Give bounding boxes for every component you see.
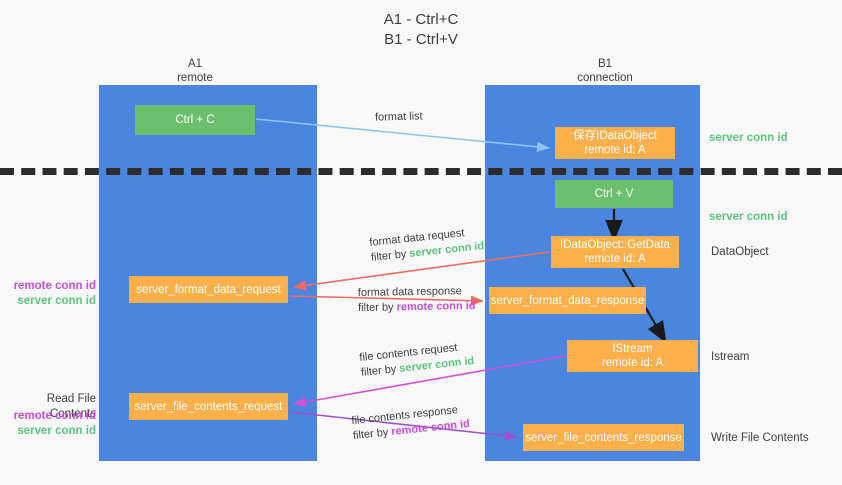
- node-ctrl-c[interactable]: Ctrl + C: [135, 105, 255, 135]
- edge-label-format-data-response-filter-target: remote conn id: [396, 299, 476, 314]
- node-istream-sub: remote id: A: [601, 357, 664, 369]
- node-server-file-contents-response-label: server_file_contents_response: [525, 431, 682, 444]
- node-server-file-contents-request-label: server_file_contents_request: [134, 400, 283, 413]
- node-idataobject-label: 保存IDataObject: [573, 130, 657, 142]
- column-b1-role: connection: [577, 72, 633, 84]
- node-server-format-data-request[interactable]: server_format_data_request: [129, 276, 288, 303]
- node-ctrl-c-label: Ctrl + C: [175, 114, 215, 126]
- label-server-conn-id-mid: server conn id: [709, 211, 788, 223]
- column-a1-name: A1: [187, 58, 203, 70]
- node-server-format-data-response[interactable]: server_format_data_response: [489, 287, 646, 314]
- edge-label-file-contents-request: file contents request filter by server c…: [359, 339, 475, 381]
- label-left-server-conn-id-1: server conn id: [17, 295, 96, 307]
- label-left-remote-conn-id-1: remote conn id: [13, 280, 96, 292]
- column-b1-name: B1: [597, 58, 613, 70]
- node-server-format-data-response-label: server_format_data_response: [490, 294, 645, 307]
- label-left-remote-conn-id-2: remote conn id: [13, 410, 96, 422]
- label-istream: Istream: [711, 351, 750, 363]
- node-getdata-sub: remote id: A: [584, 253, 646, 265]
- title-line-1: A1 - Ctrl+C: [383, 11, 459, 28]
- edge-label-format-data-response: format data response filter by remote co…: [358, 284, 476, 316]
- title-line-2: B1 - Ctrl+V: [384, 31, 458, 48]
- column-caption-b1: B1 connection: [550, 57, 660, 85]
- node-idataobject[interactable]: 保存IDataObject remote id: A: [555, 127, 675, 159]
- node-server-format-data-request-label: server_format_data_request: [136, 283, 281, 296]
- node-idataobject-sub: remote id: A: [584, 144, 646, 156]
- label-server-conn-id-top: server conn id: [709, 132, 788, 144]
- label-left-server-conn-id-2: server conn id: [17, 425, 96, 437]
- node-server-file-contents-response[interactable]: server_file_contents_response: [523, 424, 684, 451]
- node-ctrl-v[interactable]: Ctrl + V: [555, 180, 673, 208]
- label-left-conn-ids-format: remote conn id server conn id: [8, 279, 96, 309]
- edge-label-format-data-response-text: format data response: [357, 285, 462, 300]
- label-read-file-contents: Read File Contents: [46, 393, 96, 420]
- edge-label-format-data-response-filter-prefix: filter by: [358, 301, 397, 315]
- column-caption-a1: A1 remote: [140, 57, 250, 85]
- node-ctrl-v-label: Ctrl + V: [594, 188, 634, 200]
- node-istream[interactable]: IStream remote id: A: [567, 340, 698, 372]
- label-dataobject: DataObject: [711, 246, 769, 258]
- node-getdata[interactable]: IDataObject::GetData remote id: A: [551, 236, 679, 268]
- edge-label-format-list: format list: [375, 109, 423, 125]
- label-left-conn-ids-file: remote conn id server conn id: [8, 409, 96, 439]
- edge-label-format-data-request: format data request filter by server con…: [369, 224, 485, 266]
- node-istream-label: IStream: [612, 343, 653, 355]
- edge-label-file-contents-response: file contents response filter by remote …: [351, 402, 471, 444]
- edge-label-file-contents-request-filter-prefix: filter by: [360, 362, 400, 379]
- column-a1-role: remote: [177, 72, 213, 84]
- dashed-divider: [0, 168, 842, 175]
- edge-label-format-list-text: format list: [374, 110, 423, 124]
- node-getdata-label: IDataObject::GetData: [560, 239, 670, 251]
- edge-label-format-data-request-filter-prefix: filter by: [370, 247, 410, 264]
- label-write-file-contents: Write File Contents: [711, 432, 809, 444]
- edge-label-file-contents-response-filter-prefix: filter by: [352, 426, 392, 443]
- node-server-file-contents-request[interactable]: server_file_contents_request: [129, 393, 288, 420]
- diagram-title: A1 - Ctrl+C B1 - Ctrl+V: [0, 10, 842, 50]
